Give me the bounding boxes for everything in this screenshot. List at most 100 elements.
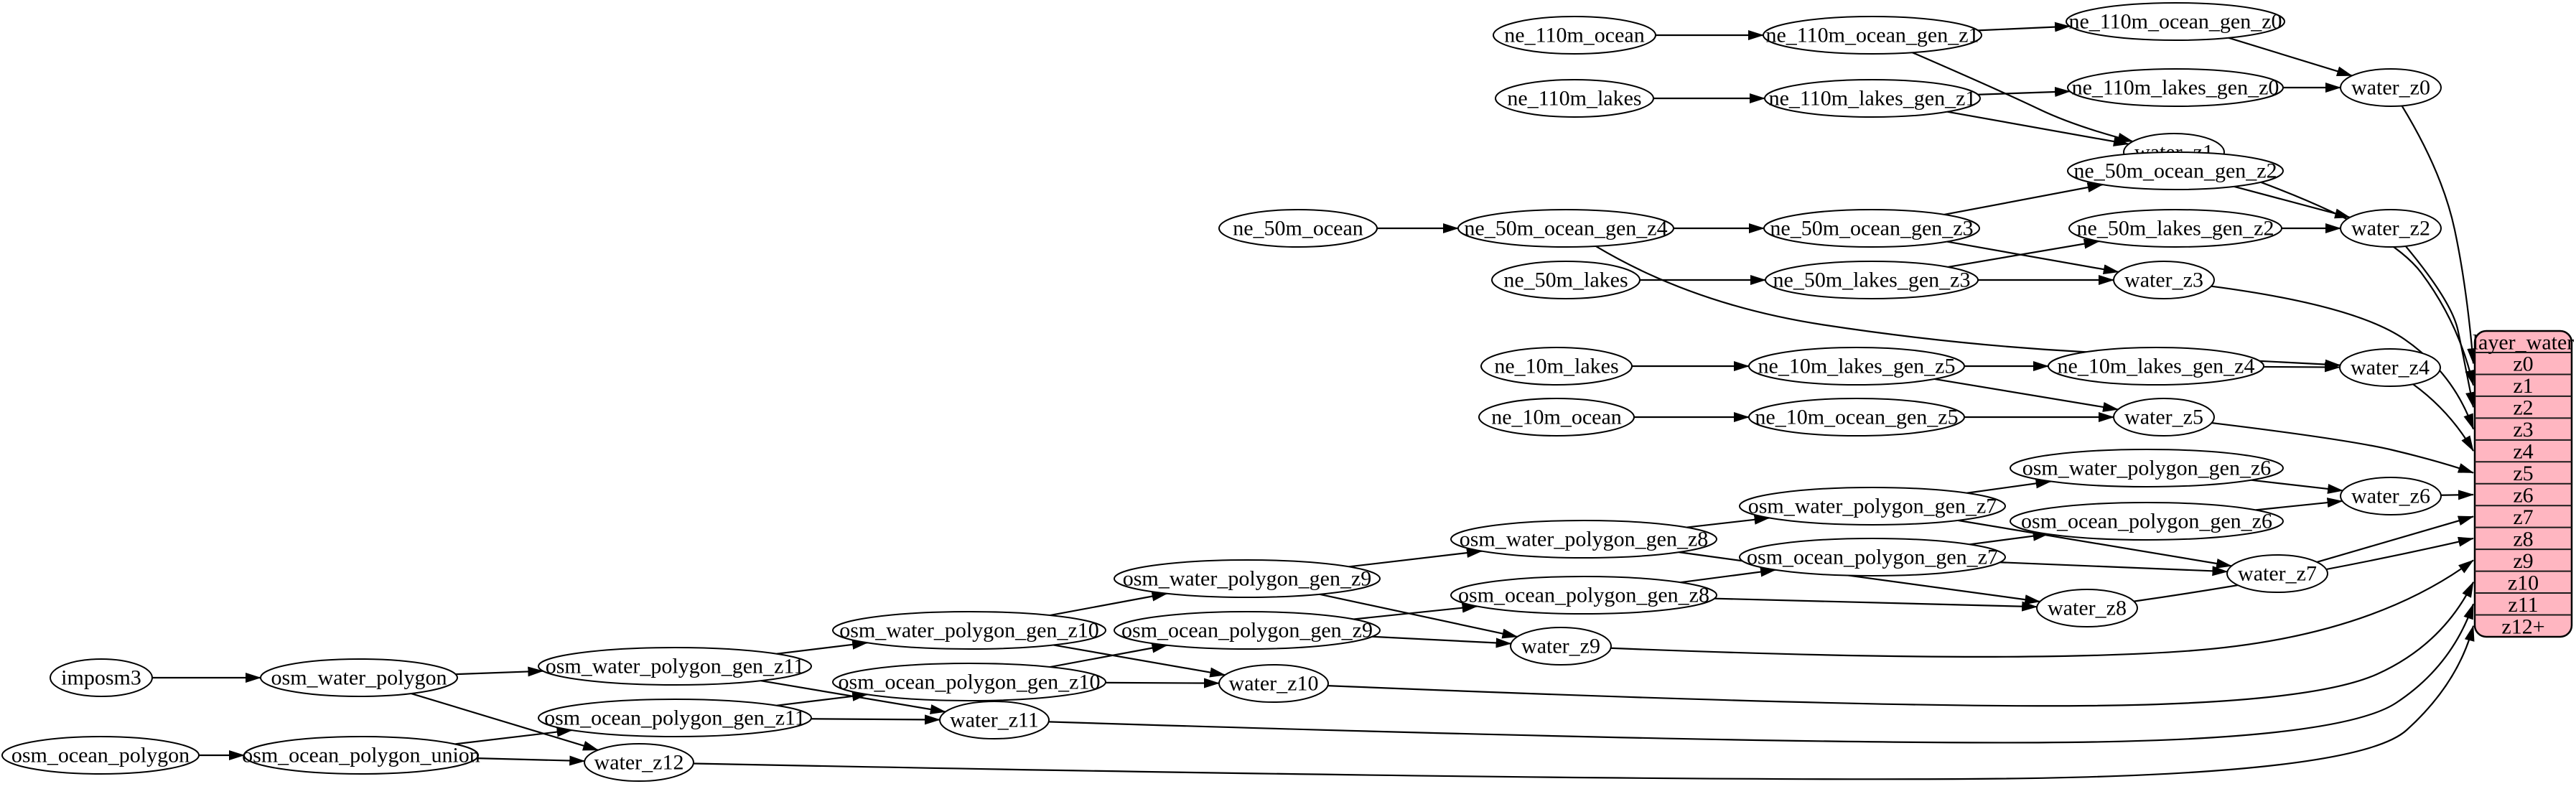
node-label-water_z3: water_z3 (2124, 269, 2203, 292)
node-osm_ocean_polygon_gen_z11: osm_ocean_polygon_gen_z11 (538, 699, 812, 737)
node-label-osm_ocean_polygon_gen_z10: osm_ocean_polygon_gen_z10 (839, 671, 1101, 694)
edge-ne_50m_ocean_gen_z3-to-ne_50m_ocean_gen_z2 (1944, 182, 2104, 215)
node-water_z2: water_z2 (2340, 209, 2442, 248)
edge-water_z9-to-layer_water-z9 (1610, 559, 2474, 658)
node-ellipse-water_z7 (2226, 554, 2328, 593)
node-label-ne_50m_ocean_gen_z4: ne_50m_ocean_gen_z4 (1464, 217, 1667, 241)
record-row-z10: z10 (2508, 571, 2539, 594)
edge-water_z10-to-layer_water-z10 (1327, 581, 2474, 707)
node-label-osm_water_polygon_gen_z8: osm_water_polygon_gen_z8 (1460, 528, 1709, 551)
node-label-imposm3: imposm3 (61, 666, 141, 690)
node-water_z3: water_z3 (2113, 261, 2215, 299)
node-label-ne_50m_lakes: ne_50m_lakes (1503, 269, 1628, 292)
node-ellipse-imposm3 (50, 658, 153, 697)
edge-osm_ocean_polygon_gen_z9-to-osm_ocean_polygon_gen_z8 (1353, 602, 1478, 620)
edge-water_z7-to-layer_water-z7 (2316, 515, 2474, 564)
node-osm_water_polygon_gen_z10: osm_water_polygon_gen_z10 (832, 611, 1106, 650)
node-ellipse-water_z3 (2113, 261, 2215, 299)
node-ne_10m_lakes: ne_10m_lakes (1480, 347, 1633, 386)
edge-ne_50m_ocean_gen_z2-to-water_z2 (2234, 185, 2351, 219)
edge-osm_water_polygon_gen_z8-to-water_z8 (1679, 551, 2041, 605)
node-water_z10: water_z10 (1218, 664, 1329, 703)
node-label-osm_water_polygon_gen_z9: osm_water_polygon_gen_z9 (1123, 567, 1372, 591)
node-ellipse-water_z11 (939, 701, 1050, 739)
node-label-water_z4: water_z4 (2351, 356, 2430, 380)
node-ellipse-osm_water_polygon_gen_z6 (2010, 449, 2284, 487)
record-row-z9: z9 (2513, 549, 2533, 573)
edge-osm_water_polygon_gen_z8-to-osm_water_polygon_gen_z7 (1686, 514, 1770, 528)
node-layer: ne_110m_ocean ne_110m_ocean_gen_z1 ne_110m… (1, 2, 2442, 782)
edge-osm_ocean_polygon_gen_z10-to-osm_ocean_polygon_gen_z9 (1050, 643, 1168, 668)
node-osm_ocean_polygon_gen_z8: osm_ocean_polygon_gen_z8 (1450, 576, 1717, 615)
node-osm_water_polygon_gen_z11: osm_water_polygon_gen_z11 (538, 647, 812, 686)
edge-osm_ocean_polygon_gen_z9-to-water_z9 (1372, 635, 1512, 648)
node-ne_110m_lakes_gen_z0: ne_110m_lakes_gen_z0 (2067, 68, 2284, 107)
node-label-ne_110m_lakes: ne_110m_lakes (1507, 87, 1641, 111)
edge-ne_10m_lakes_gen_z4-to-water_z4 (2263, 362, 2341, 373)
edge-ne_110m_lakes_gen_z1-to-water_z1 (1947, 111, 2129, 146)
node-label-ne_10m_lakes: ne_10m_lakes (1494, 355, 1618, 378)
node-label-water_z5: water_z5 (2124, 406, 2203, 429)
node-ne_110m_ocean_gen_z1: ne_110m_ocean_gen_z1 (1763, 16, 1982, 55)
node-ne_10m_lakes_gen_z5: ne_10m_lakes_gen_z5 (1748, 347, 1965, 386)
node-ellipse-ne_10m_ocean_gen_z5 (1748, 398, 1965, 436)
node-label-water_z8: water_z8 (2048, 597, 2127, 620)
edge-layer (152, 22, 2478, 780)
node-ellipse-ne_110m_ocean_gen_z0 (2066, 2, 2285, 41)
edge-osm_water_polygon_gen_z9-to-osm_water_polygon_gen_z8 (1348, 548, 1483, 568)
record-layer-water: layer_waterz0z1z2z3z4z5z6z7z8z9z10z11z12… (2473, 330, 2574, 638)
node-ellipse-osm_water_polygon_gen_z9 (1114, 559, 1381, 598)
edge-water_z5-to-layer_water-z5 (2211, 421, 2474, 474)
record-row-z0: z0 (2513, 353, 2533, 376)
record-row-z6: z6 (2513, 483, 2533, 507)
node-label-water_z6: water_z6 (2351, 485, 2430, 508)
record-row-z12+: z12+ (2501, 615, 2544, 638)
node-osm_ocean_polygon_gen_z9: osm_ocean_polygon_gen_z9 (1114, 611, 1381, 650)
node-label-ne_50m_ocean: ne_50m_ocean (1233, 217, 1363, 241)
node-ne_110m_ocean_gen_z0: ne_110m_ocean_gen_z0 (2066, 2, 2285, 41)
node-ellipse-ne_110m_ocean (1493, 16, 1656, 55)
edge-ne_110m_ocean_gen_z0-to-water_z0 (2228, 37, 2353, 77)
node-water_z6: water_z6 (2340, 477, 2442, 515)
node-label-ne_50m_lakes_gen_z2: ne_50m_lakes_gen_z2 (2077, 217, 2274, 241)
record-row-z11: z11 (2508, 593, 2538, 617)
edge-water_z4-to-layer_water-z4 (2412, 383, 2474, 452)
node-osm_ocean_polygon_gen_z6: osm_ocean_polygon_gen_z6 (2010, 502, 2284, 541)
node-label-osm_ocean_polygon_gen_z7: osm_ocean_polygon_gen_z7 (1747, 546, 1998, 569)
node-label-ne_110m_ocean_gen_z0: ne_110m_ocean_gen_z0 (2068, 10, 2282, 34)
node-ellipse-water_z0 (2340, 68, 2442, 107)
node-label-ne_110m_ocean: ne_110m_ocean (1504, 24, 1644, 47)
node-ellipse-ne_110m_ocean_gen_z1 (1763, 16, 1982, 55)
node-ellipse-water_z5 (2113, 398, 2215, 436)
node-ne_110m_lakes: ne_110m_lakes (1495, 79, 1654, 118)
node-osm_ocean_polygon: osm_ocean_polygon (1, 736, 200, 775)
node-ellipse-ne_10m_ocean (1478, 398, 1635, 436)
node-ellipse-ne_50m_ocean_gen_z3 (1763, 209, 1980, 248)
edge-ne_110m_ocean_gen_z1-to-ne_110m_ocean_gen_z0 (1977, 22, 2071, 32)
node-label-water_z0: water_z0 (2351, 76, 2430, 100)
node-ne_110m_ocean: ne_110m_ocean (1493, 16, 1656, 55)
node-ellipse-ne_110m_lakes_gen_z1 (1764, 79, 1981, 118)
node-ellipse-osm_ocean_polygon_gen_z10 (832, 663, 1106, 701)
node-ellipse-ne_10m_lakes_gen_z5 (1748, 347, 1965, 386)
node-label-ne_110m_ocean_gen_z1: ne_110m_ocean_gen_z1 (1765, 24, 1979, 47)
node-label-osm_water_polygon_gen_z6: osm_water_polygon_gen_z6 (2022, 457, 2272, 480)
edge-osm_water_polygon_gen_z10-to-osm_water_polygon_gen_z9 (1050, 591, 1168, 617)
record-row-z1: z1 (2513, 374, 2533, 398)
edge-ne_50m_lakes_gen_z3-to-ne_50m_lakes_gen_z2 (1948, 238, 2100, 268)
node-ne_50m_lakes: ne_50m_lakes (1491, 261, 1641, 299)
node-label-ne_10m_ocean: ne_10m_ocean (1491, 406, 1622, 429)
node-water_z12: water_z12 (584, 743, 694, 782)
node-ellipse-osm_water_polygon_gen_z11 (538, 647, 812, 686)
node-label-osm_water_polygon: osm_water_polygon (271, 666, 447, 690)
node-label-osm_ocean_polygon_gen_z9: osm_ocean_polygon_gen_z9 (1121, 619, 1373, 643)
node-ellipse-ne_50m_lakes_gen_z2 (2068, 209, 2282, 248)
node-ellipse-osm_ocean_polygon_gen_z9 (1114, 611, 1381, 650)
node-water_z9: water_z9 (1510, 627, 1612, 666)
record-row-z3: z3 (2513, 418, 2533, 442)
edge-ne_50m_ocean_gen_z3-to-water_z3 (1946, 241, 2119, 275)
node-ne_50m_lakes_gen_z3: ne_50m_lakes_gen_z3 (1765, 261, 1979, 299)
record-row-z4: z4 (2513, 440, 2533, 464)
